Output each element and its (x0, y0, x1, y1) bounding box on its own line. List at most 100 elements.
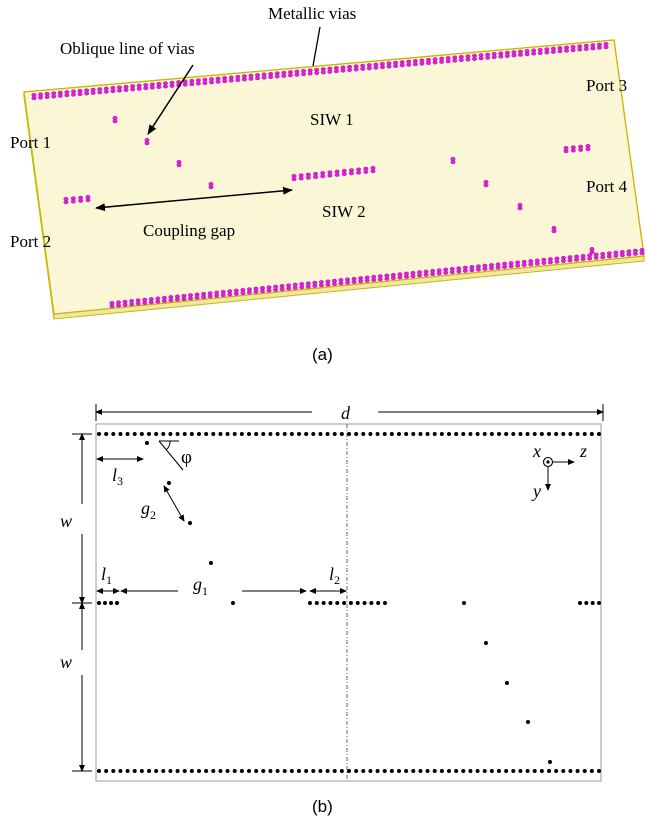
via-3d (524, 49, 530, 57)
label-l1: l1 (101, 564, 112, 587)
via-3d (320, 171, 326, 179)
via-dot (539, 432, 544, 436)
via-dot (397, 769, 401, 773)
via-dot (539, 769, 544, 773)
panel-b: d w w l1 g1 l2 l3 g2 φ (60, 403, 604, 816)
via-3d (351, 276, 357, 284)
via-dot (468, 432, 473, 436)
via-dot (432, 769, 437, 773)
via-3d (292, 282, 298, 290)
via-dot (389, 432, 394, 436)
label-axis-x: x (532, 441, 541, 461)
via-3d (130, 84, 136, 92)
via-3d (227, 289, 233, 297)
label-oblique-line: Oblique line of vias (60, 39, 195, 58)
via-3d (489, 263, 494, 271)
caption-a: (a) (312, 345, 333, 364)
via-dot (454, 432, 459, 436)
via-dot (439, 432, 444, 436)
via-3d (176, 160, 182, 168)
via-3d (207, 291, 213, 299)
via-dot (261, 432, 266, 436)
via-3d (633, 248, 638, 256)
via-dot (597, 432, 601, 436)
via-dot (547, 432, 551, 436)
via-3d (222, 76, 228, 84)
via-3d (537, 47, 543, 55)
via-dot (232, 432, 237, 436)
via-3d (443, 267, 449, 275)
via-3d (143, 83, 149, 91)
via-dot (389, 769, 394, 773)
via-3d (266, 285, 272, 293)
via-dot (376, 601, 381, 605)
via-dot (575, 769, 580, 773)
label-axis-y: y (531, 481, 541, 501)
via-3d (393, 60, 399, 68)
via-3d (135, 298, 141, 306)
via-3d (541, 257, 547, 265)
via-3d (112, 116, 118, 124)
via-dot (497, 769, 501, 773)
label-port3: Port 3 (586, 76, 627, 95)
via-dot (411, 432, 416, 436)
label-metallic-vias: Metallic vias (268, 4, 356, 23)
via-dot (518, 432, 523, 436)
via-dot (261, 769, 266, 773)
via-3d (168, 295, 174, 303)
via-dot (361, 432, 366, 436)
via-3d (314, 67, 320, 75)
via-3d (386, 61, 392, 69)
via-dot (484, 641, 488, 645)
via-dot (289, 769, 294, 773)
substrate-board (23, 39, 645, 315)
via-3d (202, 77, 208, 85)
via-dot (497, 432, 501, 436)
via-3d (294, 69, 300, 77)
via-3d (587, 253, 593, 261)
via-3d (349, 168, 354, 176)
via-3d (412, 59, 418, 67)
via-3d (305, 281, 311, 289)
via-dot (211, 432, 216, 436)
via-dot (375, 432, 380, 436)
via-dot (161, 769, 166, 773)
via-3d (149, 82, 155, 90)
via-dot (111, 432, 116, 436)
via-3d (233, 288, 239, 296)
via-dot (97, 601, 101, 605)
via-dot (147, 769, 151, 773)
via-dot (504, 769, 509, 773)
via-dot (231, 601, 235, 605)
via-3d (511, 50, 517, 58)
via-3d (144, 138, 150, 146)
via-dot (168, 769, 173, 773)
via-3d (260, 286, 265, 294)
via-dot (475, 432, 480, 436)
via-3d (261, 72, 267, 80)
via-3d (600, 252, 606, 260)
via-3d (142, 297, 148, 305)
via-3d (268, 71, 274, 79)
via-dot (468, 769, 473, 773)
via-dot (461, 432, 466, 436)
via-dot (504, 432, 509, 436)
via-dot (532, 769, 537, 773)
via-3d (38, 92, 43, 100)
via-3d (334, 66, 339, 74)
via-dot (397, 432, 401, 436)
via-dot (597, 601, 601, 605)
via-dot (554, 769, 559, 773)
via-3d (214, 290, 220, 298)
via-dot (167, 481, 171, 485)
via-3d (449, 267, 455, 275)
via-dot (590, 601, 595, 605)
via-3d (578, 144, 584, 152)
via-3d (465, 54, 471, 62)
via-dot (209, 561, 213, 565)
via-dot (461, 769, 466, 773)
via-dot (354, 769, 359, 773)
label-w-bottom: w (60, 652, 72, 672)
via-dot (225, 769, 230, 773)
via-3d (410, 271, 416, 279)
